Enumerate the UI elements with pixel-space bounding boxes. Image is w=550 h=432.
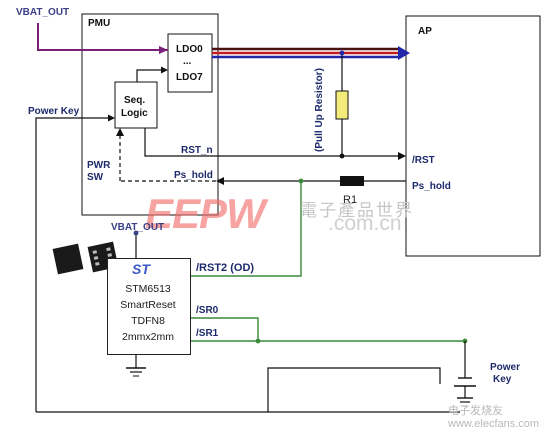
power-key-left-label: Power Key [28,106,80,117]
ldo-output-rails [212,46,410,60]
power-key-right-label-1: Power [490,362,521,373]
ps-hold-line [116,128,406,186]
power-key-switch-wiring [36,341,476,413]
seq-to-ldo-arrow [136,66,168,82]
rst-n-label: RST_n [181,145,213,156]
st-logo: ST [132,261,150,277]
watermark-eepw: EEPW [145,190,266,237]
logic-label: Logic [121,108,148,119]
vbat-rail-top [37,23,168,54]
rst2-label: /RST2 (OD) [196,262,255,274]
sr-lines [190,317,468,344]
sr0-label: /SR0 [196,305,219,316]
watermark-footer: 电子发烧友 www.elecfans.com [448,405,540,430]
ap-label: AP [418,26,432,37]
seq-logic-block [114,81,158,129]
chip-line-4: 2mmx2mm [122,331,174,343]
ldo7-label: LDO7 [176,72,203,83]
pull-up-resistor [335,50,349,159]
chip-line-3: TDFN8 [131,315,165,327]
ps-hold-pmu-label: Ps_hold [174,170,213,181]
sr1-label: /SR1 [196,328,219,339]
chip-line-1: STM6513 [125,283,171,295]
sw-label: SW [87,172,104,183]
ldo0-label: LDO0 [176,44,203,55]
vbat-chip-feed [133,230,139,258]
vbat-mid-label: VBAT_OUT [111,222,165,233]
pwr-label: PWR [87,160,111,171]
vbat-top-label: VBAT_OUT [16,7,70,18]
power-key-line [35,114,115,412]
ps-hold-ap-label: Ps_hold [412,181,451,192]
ldo-dots-label: ... [183,56,192,67]
pmu-label: PMU [88,18,111,29]
ap-block [405,15,541,257]
seq-label: Seq. [124,95,146,106]
ldo-block [167,33,213,93]
watermark-domain: .com.cn [328,212,402,235]
rst-ap-label: /RST [412,155,435,166]
chip-line-2: SmartReset [120,299,176,311]
r1-label: R1 [343,194,358,206]
rst-line [144,128,406,160]
watermark-cn-text: 電子產品世界 [300,201,414,220]
pull-up-resistor-label: (Pull Up Resistor) [314,68,325,152]
stm6513-chip [107,258,191,355]
chip-ground-symbol [126,353,146,377]
power-key-right-label-2: Key [493,374,512,385]
rst2-line [190,178,304,277]
